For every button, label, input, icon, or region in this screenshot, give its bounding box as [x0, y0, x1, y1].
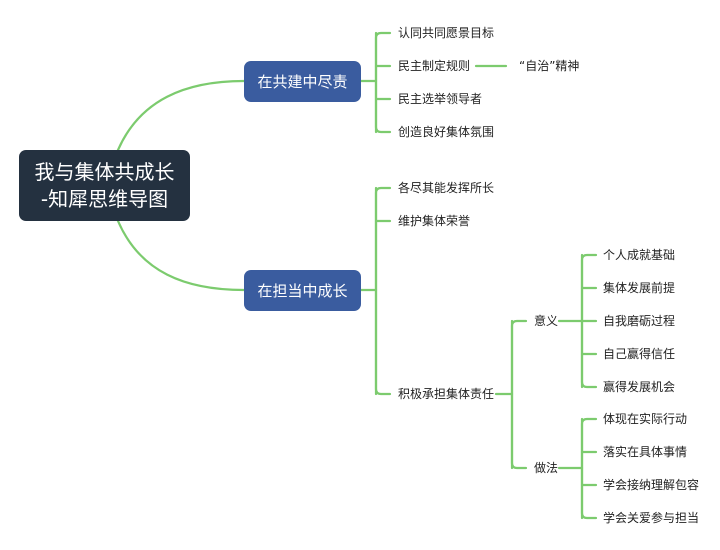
leaf-democratic-rules[interactable]: 民主制定规则: [398, 59, 471, 73]
leaf-meaning-item[interactable]: 自己赢得信任: [603, 347, 676, 361]
leaf-meaning-item[interactable]: 集体发展前提: [603, 281, 676, 295]
link-method-child-0: [580, 417, 598, 470]
leaf-method-item[interactable]: 学会关爱参与担当: [603, 511, 700, 525]
branch-label: 在共建中尽责: [257, 73, 348, 91]
leaf-method[interactable]: 做法: [534, 461, 559, 475]
leaf-meaning-item[interactable]: 自我磨砺过程: [603, 314, 676, 328]
branch-node-duty[interactable]: 在共建中尽责: [244, 61, 361, 102]
leaf-shared-vision[interactable]: 认同共同愿景目标: [398, 26, 495, 40]
link-responsibility-child-0: [510, 319, 528, 396]
link-branch1-child-0: [374, 31, 392, 83]
leaf-method-item[interactable]: 落实在具体事情: [603, 445, 688, 459]
leaf-collective-honor[interactable]: 维护集体荣誉: [398, 214, 471, 228]
root-title: 我与集体共成长: [34, 159, 175, 184]
leaf-take-responsibility[interactable]: 积极承担集体责任: [398, 387, 495, 401]
link-branch2-child-2: [374, 288, 392, 396]
root-node[interactable]: 我与集体共成长 -知犀思维导图: [19, 150, 190, 221]
leaf-method-item[interactable]: 学会接纳理解包容: [603, 478, 700, 492]
link-responsibility-child-1: [510, 392, 528, 470]
link-branch2-child-0: [374, 186, 392, 292]
leaf-meaning-item[interactable]: 个人成就基础: [603, 248, 676, 262]
root-subtitle: -知犀思维导图: [40, 186, 169, 211]
link-root-branch1: [116, 79, 246, 152]
leaf-meaning-item[interactable]: 赢得发展机会: [603, 380, 676, 394]
link-method-child-3: [580, 466, 598, 520]
leaf-meaning[interactable]: 意义: [534, 314, 559, 328]
leaf-method-item[interactable]: 体现在实际行动: [603, 412, 688, 426]
leaf-autonomy-spirit[interactable]: “自治”精神: [519, 59, 580, 73]
leaf-use-strengths[interactable]: 各尽其能发挥所长: [398, 181, 495, 195]
branch-label: 在担当中成长: [257, 282, 348, 300]
link-root-branch2: [116, 219, 246, 292]
leaf-elect-leaders[interactable]: 民主选举领导者: [398, 92, 483, 106]
link-branch1-child-3: [374, 79, 392, 134]
leaf-good-atmosphere[interactable]: 创造良好集体氛围: [398, 125, 495, 139]
branch-node-growth[interactable]: 在担当中成长: [244, 270, 361, 311]
